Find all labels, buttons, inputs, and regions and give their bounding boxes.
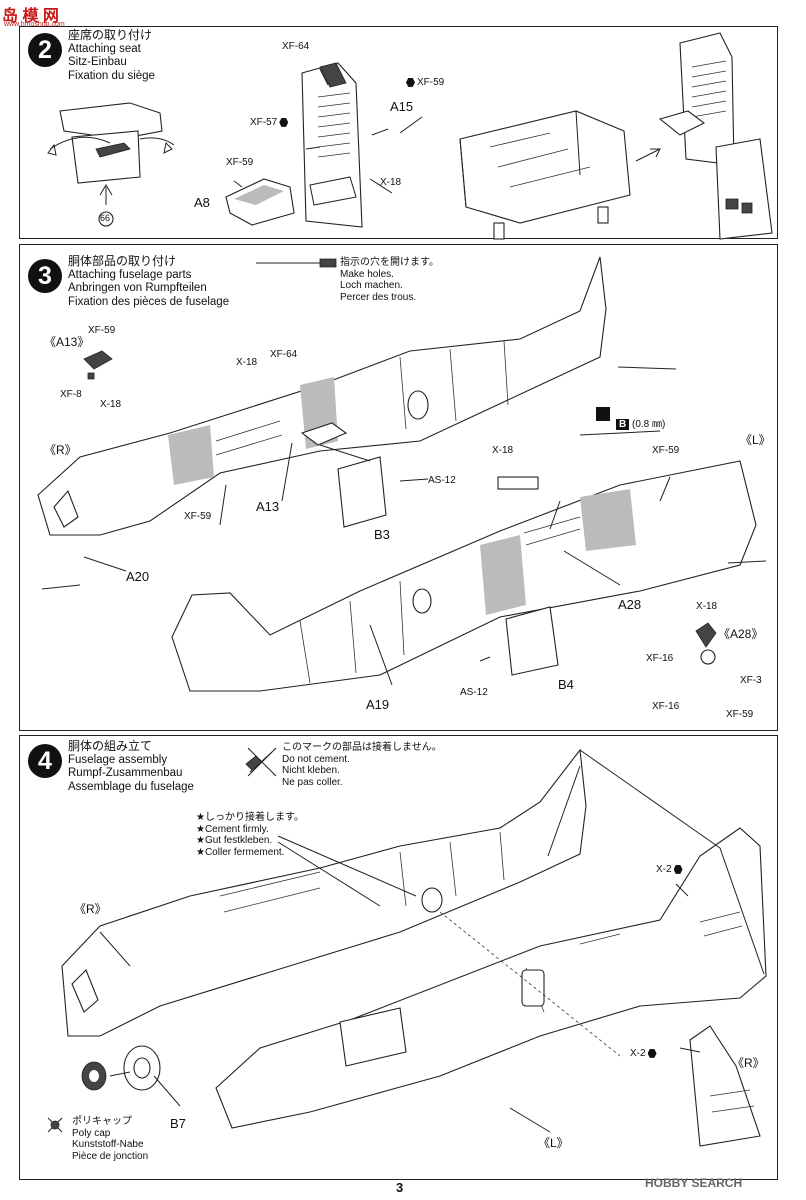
side-r-label: 《R》 <box>44 443 77 457</box>
part-a20: A20 <box>126 569 150 584</box>
label-as12-left: AS-12 <box>460 687 488 698</box>
fuselage-half-upper <box>61 748 587 1037</box>
step-2-drawing <box>47 32 773 240</box>
label-xf57: XF-57 <box>250 117 290 128</box>
part-a19: A19 <box>366 697 390 712</box>
title-fr: Fixation du siège <box>68 69 155 82</box>
seat-back-a15 <box>301 62 363 228</box>
label-xf59-bucket: XF-59 <box>226 157 254 168</box>
part-b3-shape <box>337 456 387 528</box>
title-fr: Fixation des pièces de fuselage <box>68 295 230 308</box>
title-de: Anbringen von Rumpfteilen <box>68 282 207 294</box>
fuselage-half-lower <box>215 827 767 1129</box>
title-jp: 座席の取り付け <box>68 28 153 42</box>
detail-a13-title: 《A13》 <box>44 335 90 349</box>
step-4-panel: 4 胴体の組み立て Fuselage assembly Rumpf-Zusamm… <box>19 735 778 1180</box>
label-a13-x18: X-18 <box>100 399 122 410</box>
label-a13-xf59: XF-59 <box>88 325 116 336</box>
side-l-label: 《L》 <box>740 433 771 447</box>
seat-adjust-detail <box>47 102 175 227</box>
polycap-icon <box>47 1117 63 1133</box>
cockpit-assembly <box>459 32 773 240</box>
step-number: 2 <box>28 33 62 67</box>
fuselage-half-right <box>37 256 607 536</box>
label-a28-xf3: XF-3 <box>740 675 762 686</box>
part-b4-shape <box>505 606 559 676</box>
callout-66: 66 <box>100 213 111 223</box>
part-b4: B4 <box>558 677 574 692</box>
cement-firmly-note: ★しっかり接着します。 ★Cement firmly. ★Gut festkle… <box>196 812 304 858</box>
make-holes-note: 指示の穴を開けます。 Make holes. Loch machen. Perc… <box>340 257 439 303</box>
title-fr: Assemblage du fuselage <box>68 780 194 793</box>
watermark: HOBBY SEARCH <box>645 1176 743 1190</box>
step-number: 4 <box>28 744 62 778</box>
title-de: Sitz-Einbau <box>68 56 127 68</box>
side-l-label: 《L》 <box>538 1136 569 1150</box>
label-a13-xf8: XF-8 <box>60 389 82 400</box>
step-number: 3 <box>28 259 62 293</box>
label-a28-xf16a: XF-16 <box>646 653 674 664</box>
step-4-drawing <box>47 748 767 1147</box>
step-3-panel: 3 胴体部品の取り付け Attaching fuselage parts Anb… <box>19 244 778 731</box>
paint-hex-icon <box>673 864 683 874</box>
label-xf64: XF-64 <box>270 349 298 360</box>
step-3-drawing <box>37 256 767 692</box>
part-a13: A13 <box>256 499 280 514</box>
label-xf59-top: XF-59 <box>404 77 444 88</box>
label-x18: X-18 <box>236 357 258 368</box>
step-titles: 座席の取り付け Attaching seat Sitz-Einbau Fixat… <box>68 28 155 83</box>
step-titles: 胴体の組み立て Fuselage assembly Rumpf-Zusammen… <box>68 739 194 794</box>
drill-size: B (0.8 ㎜) <box>616 415 665 430</box>
title-en: Attaching fuselage parts <box>68 268 192 281</box>
site-logo: 岛 模 网 <box>2 8 59 25</box>
part-b3: B3 <box>374 527 390 542</box>
part-a15: A15 <box>390 99 414 114</box>
title-en: Fuselage assembly <box>68 753 168 766</box>
label-xf64: XF-64 <box>282 41 310 52</box>
label-x18: X-18 <box>380 177 402 188</box>
label-a28-x18: X-18 <box>696 601 718 612</box>
title-de: Rumpf-Zusammenbau <box>68 767 183 779</box>
polycap-note: ポリキャップ Poly cap Kunststoff-Nabe Pièce de… <box>72 1116 149 1162</box>
site-logo-url: www.hmoshop.com <box>4 21 65 28</box>
step-2-panel: 2 座席の取り付け Attaching seat Sitz-Einbau Fix… <box>19 26 778 240</box>
no-cement-note: このマークの部品は接着しません。 Do not cement. Nicht kl… <box>282 742 442 788</box>
no-cement-icon <box>245 747 277 777</box>
page-number: 3 <box>396 1180 404 1195</box>
label-xf59-right: XF-59 <box>184 511 212 522</box>
title-jp: 胴体の組み立て <box>68 739 153 753</box>
tail-detail-r <box>689 1025 761 1147</box>
poly-cap-and-b7 <box>81 1045 161 1091</box>
side-r2-label: 《R》 <box>732 1056 765 1070</box>
label-as12: AS-12 <box>428 475 456 486</box>
label-x2-b: X-2 <box>630 1048 659 1059</box>
fuselage-half-left <box>171 460 757 692</box>
step-titles: 胴体部品の取り付け Attaching fuselage parts Anbri… <box>68 254 230 309</box>
paint-hex-icon <box>406 77 415 87</box>
title-en: Attaching seat <box>68 42 141 55</box>
paint-hex-icon <box>279 117 289 127</box>
part-b7: B7 <box>170 1116 186 1131</box>
part-a8: A8 <box>194 195 210 210</box>
paint-hex-icon <box>647 1048 657 1058</box>
label-a28-xf59: XF-59 <box>726 709 754 720</box>
title-jp: 胴体部品の取り付け <box>68 254 177 268</box>
part-a28: A28 <box>618 597 642 612</box>
label-a28-xf16b: XF-16 <box>652 701 680 712</box>
seat-bucket-a8 <box>225 178 295 226</box>
detail-a28-title: 《A28》 <box>718 627 764 641</box>
side-r-label: 《R》 <box>74 902 107 916</box>
label-x2-a: X-2 <box>656 864 685 875</box>
label-xf59-left: XF-59 <box>652 445 680 456</box>
label-x18-left: X-18 <box>492 445 514 456</box>
